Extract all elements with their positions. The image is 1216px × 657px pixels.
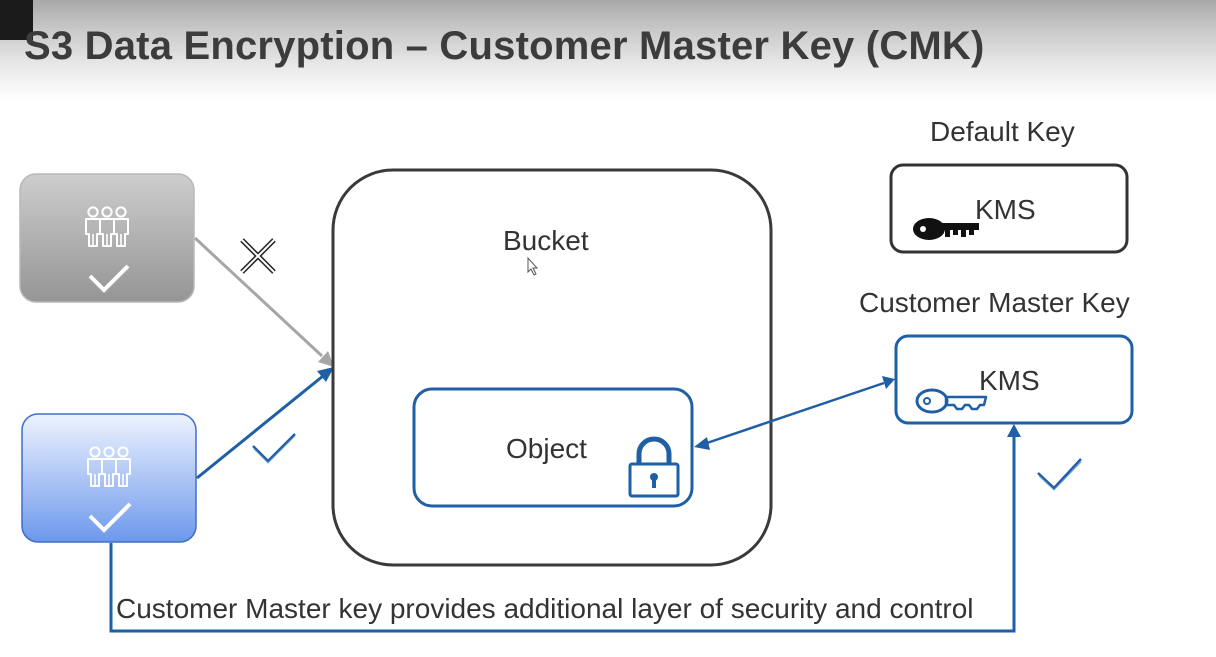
caption: Customer Master key provides additional … <box>116 593 974 624</box>
lock-icon <box>628 436 680 498</box>
object-box <box>412 387 694 508</box>
default-kms-label: KMS <box>975 194 1036 225</box>
cmk-access-connector <box>109 424 1021 633</box>
checkmark-icon <box>88 502 132 533</box>
cmk-kms-label: KMS <box>979 365 1040 396</box>
customer-master-key-heading: Customer Master Key <box>859 287 1130 318</box>
checkmark-icon <box>253 435 296 464</box>
user-group-allowed <box>21 413 197 543</box>
denied-access-arrow <box>193 236 334 367</box>
title-band <box>0 0 1216 100</box>
checkmark-icon <box>252 433 296 463</box>
key-icon <box>915 388 988 414</box>
object-label: Object <box>506 433 587 464</box>
key-icon <box>913 218 979 240</box>
window-corner <box>0 0 33 40</box>
slide-title: S3 Data Encryption – Customer Master Key… <box>24 24 985 68</box>
checkmark-icon <box>88 264 130 293</box>
default-key-heading: Default Key <box>930 116 1075 147</box>
checkmark-icon <box>1037 458 1082 490</box>
x-cross-icon <box>240 238 276 274</box>
encryption-link-arrow <box>694 376 895 450</box>
mouse-cursor-icon <box>527 256 539 276</box>
bucket-box <box>331 168 773 567</box>
checkmark-icon <box>1038 461 1082 491</box>
allowed-access-arrow <box>196 367 334 480</box>
user-group-denied <box>19 173 195 303</box>
customer-master-key-box <box>894 334 1134 425</box>
bucket-label: Bucket <box>503 225 589 256</box>
default-key-box <box>889 163 1129 254</box>
